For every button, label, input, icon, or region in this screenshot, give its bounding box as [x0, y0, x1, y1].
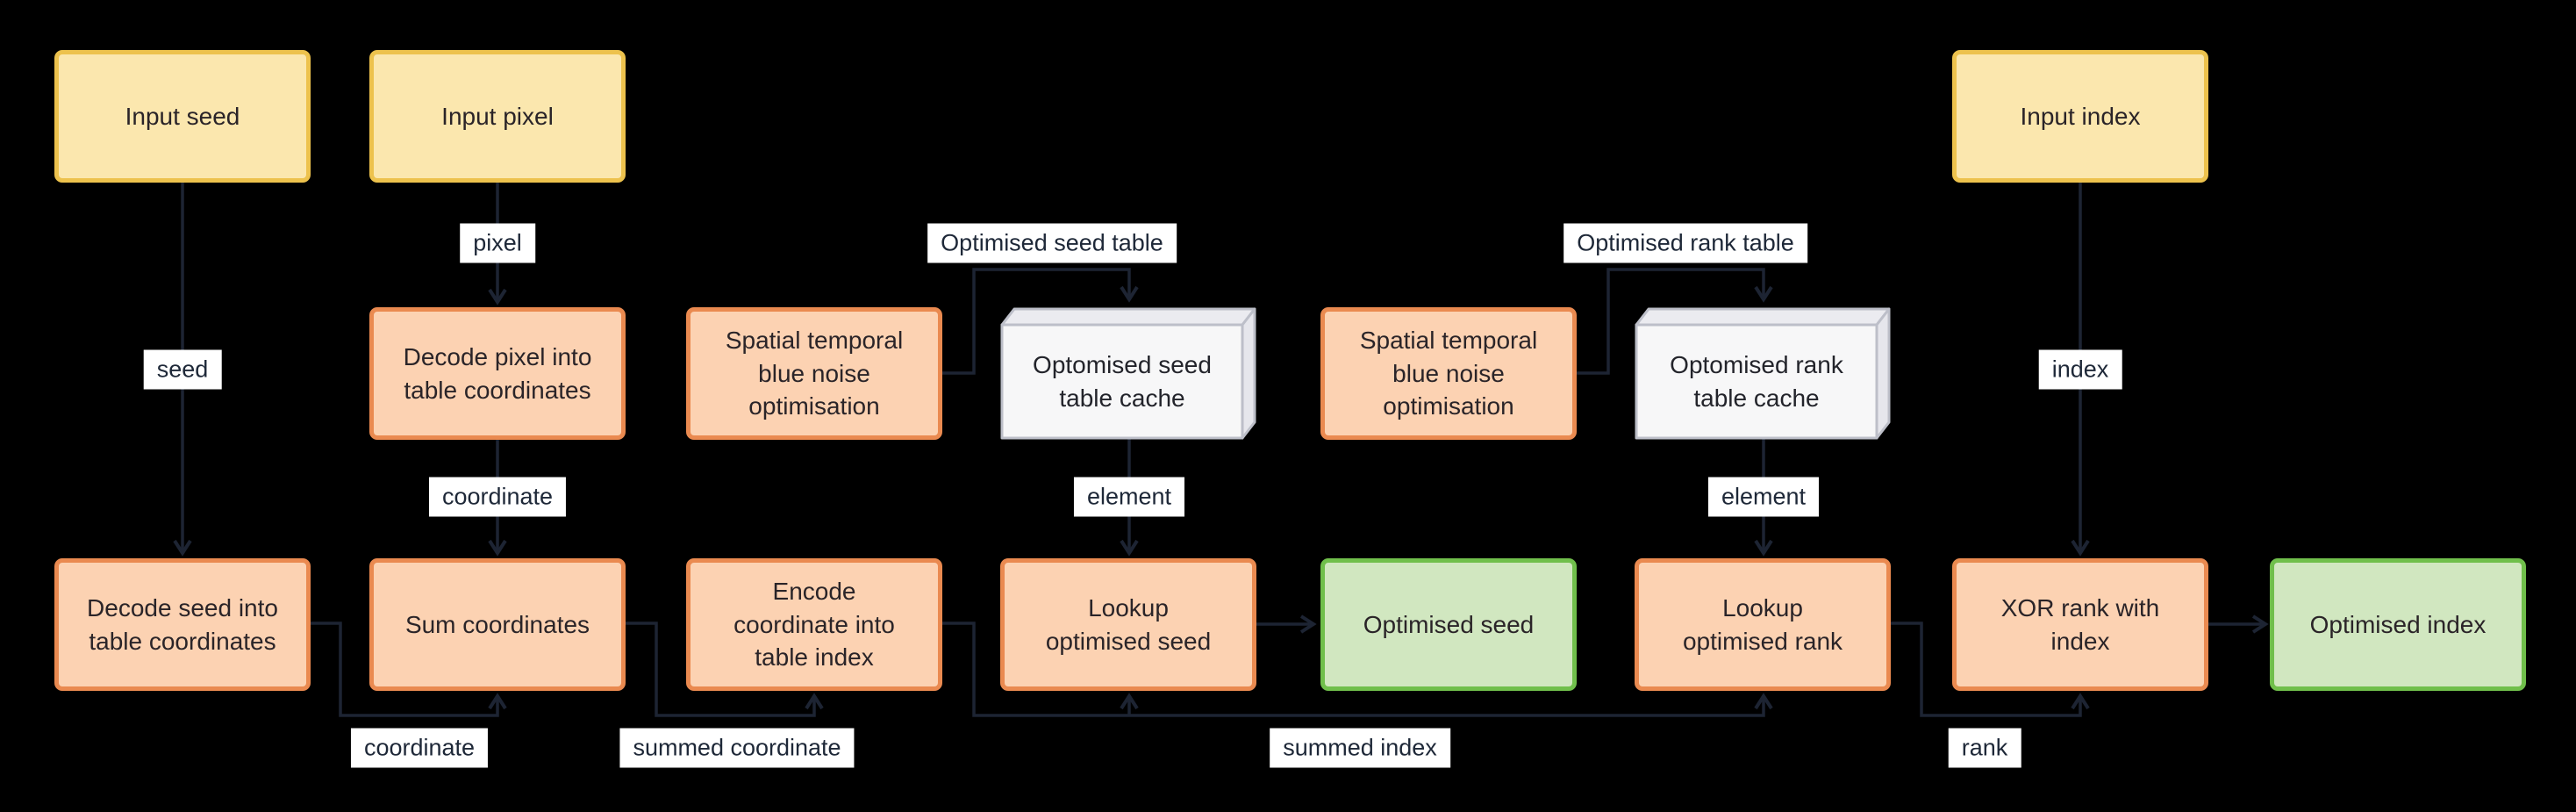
- edge-label-seed: seed: [143, 349, 222, 390]
- node-rank-table-cache: Optomised rank table cache: [1635, 307, 1891, 440]
- cache-3d-shape: [1000, 307, 1256, 440]
- node-input-index: Input index: [1952, 50, 2208, 183]
- node-stbn-seed: Spatial temporal blue noise optimisation: [686, 307, 942, 440]
- node-xor-rank: XOR rank with index: [1952, 558, 2208, 691]
- edge-label-pixel: pixel: [460, 223, 535, 263]
- edge-label-coordinate-bottom: coordinate: [350, 728, 489, 768]
- edge-stbn-seed-to-cache: [942, 268, 1139, 375]
- edge-label-rank: rank: [1948, 728, 2021, 768]
- edge-summed-index-rail: [942, 622, 1773, 717]
- node-decode-pixel: Decode pixel into table coordinates: [369, 307, 626, 440]
- edge-decode-seed-to-sum: [311, 622, 507, 717]
- node-stbn-rank: Spatial temporal blue noise optimisation: [1320, 307, 1577, 440]
- node-label: Optomised seed table cache: [1033, 350, 1212, 412]
- cache-3d-shape: [1635, 307, 1891, 440]
- edge-label-element-seed: element: [1073, 477, 1185, 517]
- edge-label-coordinate-mid: coordinate: [428, 477, 567, 517]
- node-optimised-index: Optimised index: [2270, 558, 2526, 691]
- node-label: Optomised rank table cache: [1670, 350, 1843, 412]
- edge-label-summed-index: summed index: [1270, 728, 1450, 768]
- node-lookup-seed: Lookup optimised seed: [1000, 558, 1256, 691]
- edge-label-optimised-seed-table: Optimised seed table: [927, 223, 1177, 263]
- node-input-pixel: Input pixel: [369, 50, 626, 183]
- node-optimised-seed: Optimised seed: [1320, 558, 1577, 691]
- node-sum-coordinates: Sum coordinates: [369, 558, 626, 691]
- node-input-seed: Input seed: [54, 50, 311, 183]
- node-decode-seed: Decode seed into table coordinates: [54, 558, 311, 691]
- edge-stbn-rank-to-cache: [1577, 268, 1773, 375]
- edge-sum-to-encode: [626, 622, 824, 717]
- node-seed-table-cache: Optomised seed table cache: [1000, 307, 1256, 440]
- node-lookup-rank: Lookup optimised rank: [1635, 558, 1891, 691]
- edge-label-summed-coordinate: summed coordinate: [619, 728, 855, 768]
- edge-label-index: index: [2038, 349, 2122, 390]
- node-encode-coordinate: Encode coordinate into table index: [686, 558, 942, 691]
- edge-label-element-rank: element: [1707, 477, 1820, 517]
- edge-label-optimised-rank-table: Optimised rank table: [1563, 223, 1807, 263]
- edge-lookup-rank-to-xor: [1891, 622, 2090, 717]
